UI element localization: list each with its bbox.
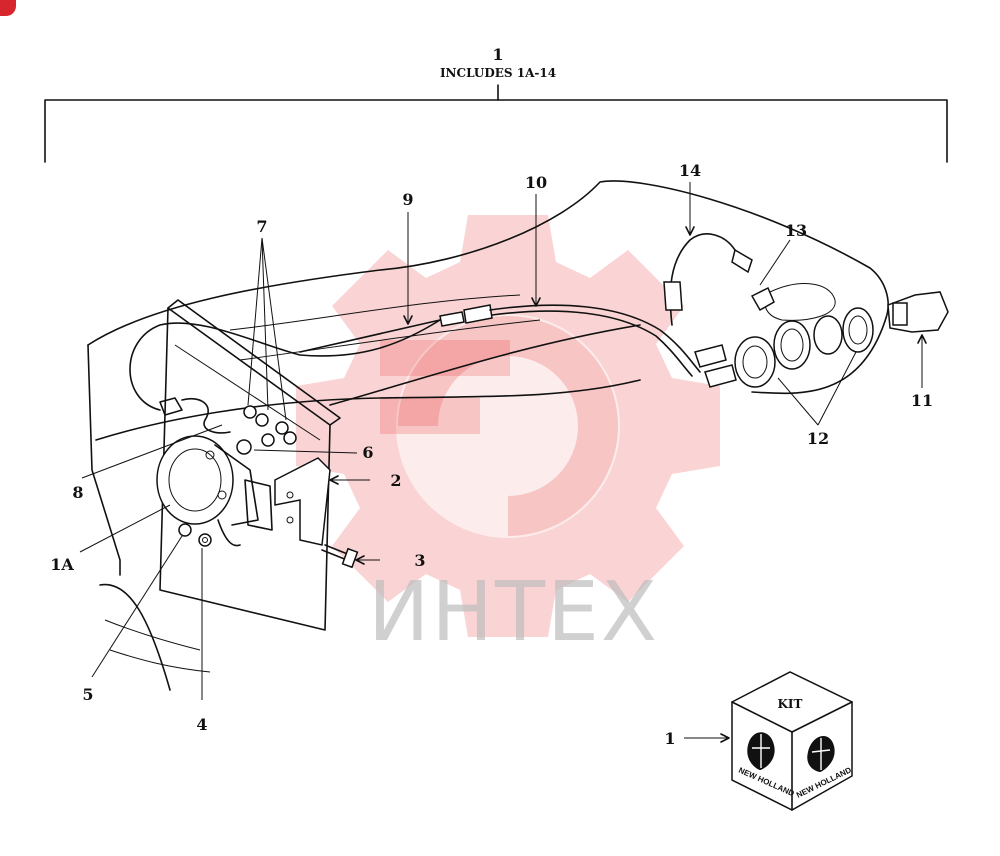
callout-7: 7	[256, 217, 267, 236]
gauge-assembly	[734, 283, 949, 388]
fasteners	[178, 405, 297, 547]
fender-outline	[87, 180, 889, 691]
callout-9: 9	[402, 190, 413, 209]
wire-9	[299, 304, 493, 353]
watermark-gear-icon	[296, 215, 720, 637]
callout-12: 12	[807, 429, 829, 448]
watermark-text: ИНТЕХ	[368, 565, 659, 660]
callout-6: 6	[362, 443, 373, 462]
callout-11: 11	[911, 391, 933, 410]
callout-4: 4	[196, 715, 207, 734]
new-holland-leaf-icon-right	[807, 735, 835, 772]
kit-label: KIT	[778, 697, 803, 711]
kit-box	[731, 671, 853, 811]
wire-10	[489, 304, 701, 377]
callout-13: 13	[785, 221, 807, 240]
callout-2: 2	[390, 471, 401, 490]
callout-10: 10	[525, 173, 547, 192]
callout-1-kit: 1	[664, 729, 675, 748]
includes-label: INCLUDES 1A-14	[440, 66, 556, 80]
callout-14: 14	[679, 161, 701, 180]
callout-5: 5	[82, 685, 93, 704]
wire-harness-left	[129, 319, 441, 434]
callout-1-header: 1	[492, 45, 503, 64]
callout-8: 8	[72, 483, 83, 502]
leader-lines	[79, 182, 927, 743]
callout-3: 3	[414, 551, 425, 570]
includes-bracket	[44, 84, 948, 163]
bolt-3	[321, 544, 359, 569]
corner-badge-icon	[0, 0, 16, 16]
callout-1A: 1A	[50, 555, 74, 574]
sender-unit-1A	[156, 435, 259, 547]
harness-14	[663, 233, 753, 388]
new-holland-leaf-icon	[747, 732, 775, 770]
bracket-2	[244, 457, 331, 546]
